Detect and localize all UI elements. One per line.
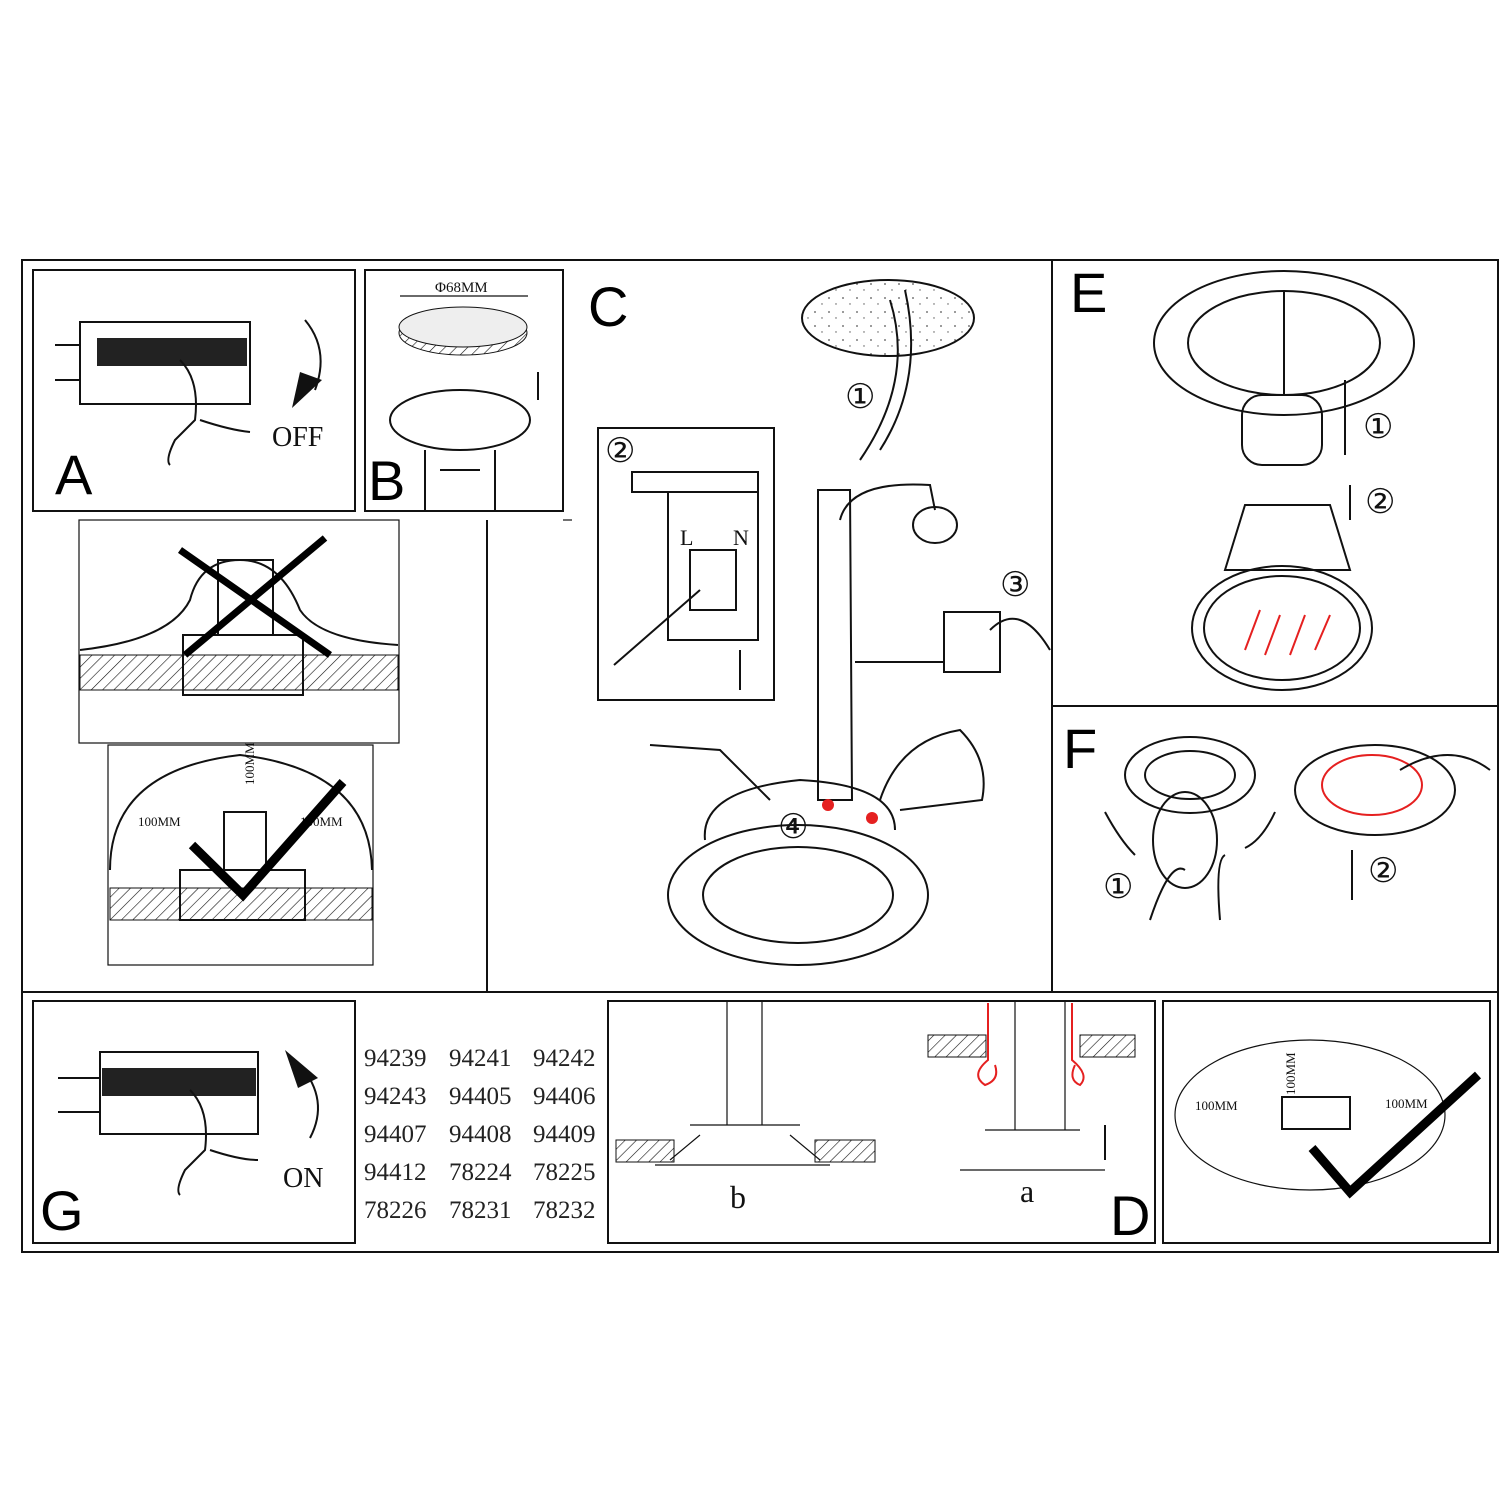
panel-e-letter: E [1070, 261, 1107, 324]
model-number: 94408 [449, 1121, 512, 1148]
panel-f-ring-install: F ① ② [1063, 717, 1491, 921]
clearance-check-right: 100MM [1385, 1096, 1428, 1111]
step-2-label: ② [605, 433, 635, 470]
panel-clearance-ok: 100MM 100MM 100MM [1162, 1000, 1491, 1244]
model-number: 94239 [364, 1045, 427, 1072]
model-row: 78226 78231 78232 [364, 1197, 596, 1224]
terminal-l-label: L [680, 525, 693, 550]
model-row: 94243 94405 94406 [364, 1083, 596, 1110]
clearance-label-left: 100MM [138, 814, 181, 829]
model-number: 78224 [449, 1159, 512, 1186]
panel-c-wiring: C ① ② L N ③ ④ [588, 275, 1051, 966]
sub-label-b: b [730, 1179, 746, 1215]
panel-f-letter: F [1063, 717, 1097, 780]
model-row: 94239 94241 94242 [364, 1045, 596, 1072]
panel-b-letter: B [368, 449, 405, 512]
model-number: 94406 [533, 1083, 596, 1110]
model-number: 78232 [533, 1197, 596, 1224]
panel-b-cutout: Φ68MM B [364, 269, 572, 521]
model-number: 78226 [364, 1197, 427, 1224]
off-label: OFF [272, 422, 323, 453]
panel-g-switch-on: G ON [32, 1000, 356, 1244]
clearance-check-top: 100MM [1283, 1052, 1298, 1095]
model-number: 78225 [533, 1159, 596, 1186]
model-row: 94407 94408 94409 [364, 1121, 596, 1148]
model-number: 94412 [364, 1159, 427, 1186]
lamp-step-2-label: ② [1365, 484, 1395, 521]
model-number: 94407 [364, 1121, 427, 1148]
ring-step-2-label: ② [1368, 853, 1398, 890]
sub-label-a: a [1020, 1173, 1034, 1209]
panel-d-letter: D [1110, 1184, 1150, 1247]
model-row: 94412 78224 78225 [364, 1159, 596, 1186]
panel-a-letter: A [55, 443, 93, 506]
panel-insulation-warning: 100MM 100MM 100MM [78, 519, 400, 966]
panel-g-letter: G [40, 1179, 84, 1242]
step-3-label: ③ [1000, 567, 1030, 604]
model-number: 94242 [533, 1045, 596, 1072]
model-number: 94405 [449, 1083, 512, 1110]
terminal-n-label: N [733, 525, 749, 550]
panel-a-switch-off: A OFF [32, 269, 356, 512]
outer-frame [21, 259, 1499, 1253]
lamp-step-1-label: ① [1363, 409, 1393, 446]
panel-c-letter: C [588, 275, 628, 338]
ring-step-1-label: ① [1103, 869, 1133, 906]
on-label: ON [283, 1163, 323, 1194]
clearance-label-top: 100MM [242, 742, 257, 785]
panel-e-lamp-install: E ① ② [1070, 261, 1415, 691]
model-number: 94241 [449, 1045, 512, 1072]
clearance-check-left: 100MM [1195, 1098, 1238, 1113]
step-1-label: ① [845, 379, 875, 416]
model-number: 78231 [449, 1197, 512, 1224]
model-number: 94243 [364, 1083, 427, 1110]
panel-d-mounting: b a D [607, 1000, 1156, 1247]
step-4-label: ④ [778, 809, 808, 846]
diameter-label: Φ68MM [435, 280, 488, 296]
model-number: 94409 [533, 1121, 596, 1148]
